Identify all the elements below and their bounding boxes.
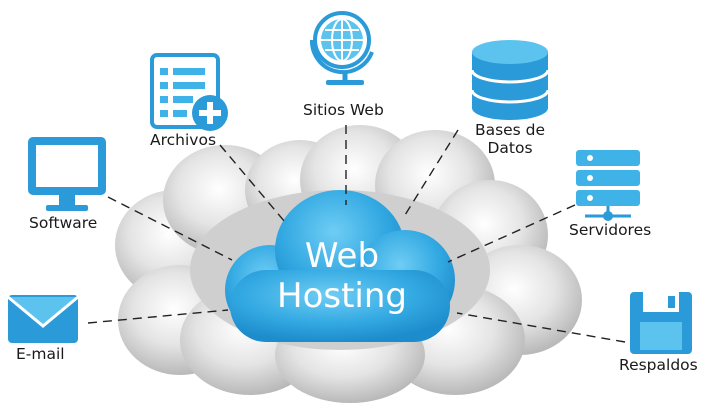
database-icon — [470, 40, 550, 120]
connector-servers — [447, 204, 576, 263]
globe-icon — [309, 11, 374, 85]
core-cloud — [225, 190, 455, 342]
connector-databases — [404, 129, 459, 216]
label-email: E-mail — [16, 345, 65, 363]
label-servers: Servidores — [569, 221, 652, 239]
add-file-icon — [150, 53, 228, 131]
label-databases-line1: Bases de — [474, 121, 546, 139]
connector-files — [219, 144, 286, 223]
label-databases: Bases de Datos — [472, 121, 548, 157]
connector-backups — [456, 312, 626, 343]
envelope-icon — [7, 295, 79, 343]
label-files: Archivos — [150, 131, 217, 149]
connector-email — [87, 309, 229, 324]
core-title-line2: Hosting — [277, 276, 407, 316]
core-title-line1: Web — [304, 236, 380, 276]
core-title: Web Hosting — [242, 236, 442, 316]
monitor-icon — [28, 137, 106, 211]
label-databases-line2: Datos — [487, 139, 533, 157]
connector-software — [107, 196, 233, 261]
label-software: Software — [29, 214, 98, 232]
server-icon — [576, 150, 640, 221]
label-backups: Respaldos — [619, 356, 698, 374]
floppy-disk-icon — [630, 292, 692, 354]
connectors — [87, 125, 626, 343]
label-websites: Sitios Web — [303, 101, 384, 119]
